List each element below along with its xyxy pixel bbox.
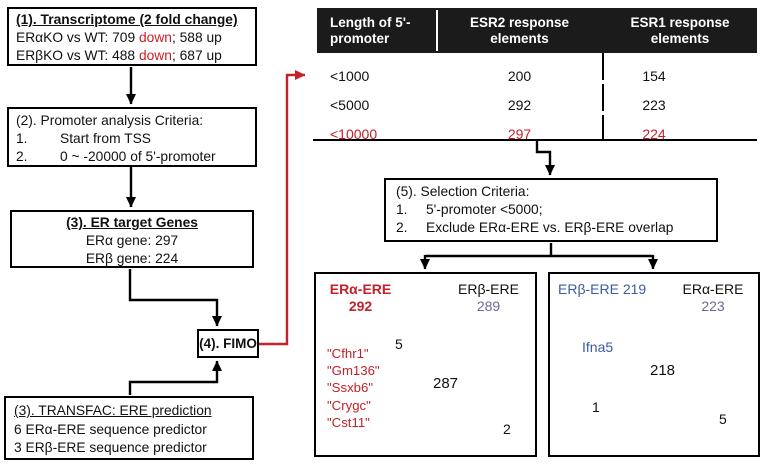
promoter-criteria-box: (2). Promoter analysis Criteria: 1. Start… xyxy=(7,107,257,167)
criteria-item: 2. 0 ~ -20000 of 5'-promoter xyxy=(16,148,251,166)
table-row: <5000 292 223 xyxy=(317,91,757,119)
table-body-column-divider xyxy=(602,53,604,140)
label-text: ERα-ERE xyxy=(682,281,744,297)
red-arrow-fimo-to-table xyxy=(259,70,306,346)
table-header-esr2: ESR2 response elements xyxy=(436,8,603,53)
header-text: ESR1 response elements xyxy=(630,14,730,46)
down-word: down xyxy=(138,30,172,45)
promoter-criteria-title: (2). Promoter analysis Criteria: xyxy=(16,113,204,128)
line-text: ; 588 up xyxy=(171,30,222,45)
transfac-line: 6 ERα-ERE sequence predictor xyxy=(14,421,207,437)
table-row-highlighted: <10000 297 224 xyxy=(317,120,757,148)
item-text: 0 ~ -20000 of 5'-promoter xyxy=(60,149,216,164)
transfac-line: 3 ERβ-ERE sequence predictor xyxy=(14,440,207,455)
label-count: 292 xyxy=(348,298,373,314)
label-count: 289 xyxy=(476,298,501,314)
transcriptome-line-beta: ERβKO vs WT: 488 down; 687 up xyxy=(16,47,251,65)
venn-right-only-alpha-count: 5 xyxy=(719,411,727,427)
transcriptome-title: (1). Transcriptome (2 fold change) xyxy=(16,12,238,27)
selection-item: 2. Exclude ERα-ERE vs. ERβ-ERE overlap xyxy=(396,219,710,237)
transcriptome-line-alpha: ERαKO vs WT: 709 down; 588 up xyxy=(16,29,251,47)
item-number: 2. xyxy=(16,149,28,164)
item-number: 1. xyxy=(396,202,408,217)
cell-esr2: 297 xyxy=(507,126,532,142)
gene-name: "Crygc" xyxy=(327,397,371,413)
venn-right-alpha-label: ERα-ERE 223 xyxy=(674,281,752,315)
venn-right-beta-label: ERβ-ERE 219 xyxy=(558,281,647,297)
label-text: ERα-ERE xyxy=(329,281,392,297)
item-text: 5'-promoter <5000; xyxy=(426,202,543,217)
item-number: 1. xyxy=(16,131,28,146)
item-number: 2. xyxy=(396,220,408,235)
er-target-genes-title: (3). ER target Genes xyxy=(66,215,198,230)
venn-right-only-beta-count: 1 xyxy=(592,399,600,415)
down-word: down xyxy=(138,48,172,63)
er-beta-gene-count: ERβ gene: 224 xyxy=(85,251,179,266)
label-count: 223 xyxy=(701,298,725,314)
item-text: Exclude ERα-ERE vs. ERβ-ERE overlap xyxy=(426,220,674,235)
table-header: Length of 5'-promoter ESR2 response elem… xyxy=(317,8,757,53)
selection-criteria-box: (5). Selection Criteria: 1. 5'-promoter <… xyxy=(384,178,718,242)
header-text: Length of 5'-promoter xyxy=(330,14,411,46)
label-text: ERβ-ERE xyxy=(458,281,519,297)
table-row: <1000 200 154 xyxy=(317,62,757,90)
item-text: Start from TSS xyxy=(60,131,151,146)
fimo-box: (4). FIMO xyxy=(197,329,259,358)
header-column-divider xyxy=(436,10,438,51)
cell-length: <10000 xyxy=(330,126,378,142)
cell-length: <5000 xyxy=(330,97,370,113)
table-header-esr1: ESR1 response elements xyxy=(603,8,757,53)
fimo-label: (4). FIMO xyxy=(199,336,257,351)
transfac-title: (3). TRANSFAC: ERE prediction xyxy=(14,403,212,418)
selection-item: 1. 5'-promoter <5000; xyxy=(396,201,710,219)
venn-left-box xyxy=(314,272,537,457)
venn-left-only-beta-count: 2 xyxy=(503,421,511,437)
er-alpha-gene-count: ERα gene: 297 xyxy=(85,233,179,248)
transfac-box: (3). TRANSFAC: ERE prediction 6 ERα-ERE … xyxy=(4,396,254,460)
gene-name: "Gm136" xyxy=(327,363,380,379)
cell-esr2: 292 xyxy=(507,97,532,113)
venn-left-overlap-count: 287 xyxy=(433,375,459,392)
cell-esr2: 200 xyxy=(507,68,532,84)
table-bottom-border xyxy=(313,139,757,141)
line-text: ; 687 up xyxy=(171,48,222,63)
line-text: ERβKO vs WT: 488 xyxy=(16,48,139,63)
criteria-item: 1. Start from TSS xyxy=(16,130,251,148)
venn-left-only-alpha-count: 5 xyxy=(395,336,403,352)
gene-name: "Ssxb6" xyxy=(327,380,374,396)
cell-esr1: 154 xyxy=(642,68,666,84)
arrow-transfac-to-fimo xyxy=(128,360,222,395)
venn-left-gene-list: "Cfhr1" "Gm136" "Ssxb6" "Crygc" "Cst11" xyxy=(327,345,380,431)
table-header-length: Length of 5'-promoter xyxy=(317,8,436,53)
cell-esr1: 223 xyxy=(642,97,666,113)
header-text: ESR2 response elements xyxy=(469,14,570,46)
er-target-genes-box: (3). ER target Genes ERα gene: 297 ERβ g… xyxy=(10,210,254,268)
selection-criteria-title: (5). Selection Criteria: xyxy=(396,184,530,199)
venn-right-gene: Ifna5 xyxy=(582,339,614,355)
venn-left-alpha-label: ERα-ERE 292 xyxy=(318,281,403,315)
cell-length: <1000 xyxy=(330,68,370,84)
venn-right-overlap-count: 218 xyxy=(650,362,676,379)
line-text: ERαKO vs WT: 709 xyxy=(16,30,139,45)
gene-name: "Cst11" xyxy=(327,414,370,430)
venn-left-beta-label: ERβ-ERE 289 xyxy=(446,281,531,315)
cell-esr1: 224 xyxy=(642,126,666,142)
arrow-box3-to-fimo xyxy=(128,269,222,327)
venn-right-box xyxy=(548,272,760,457)
transcriptome-box: (1). Transcriptome (2 fold change) ERαKO… xyxy=(7,7,257,66)
gene-name: "Cfhr1" xyxy=(327,346,369,361)
